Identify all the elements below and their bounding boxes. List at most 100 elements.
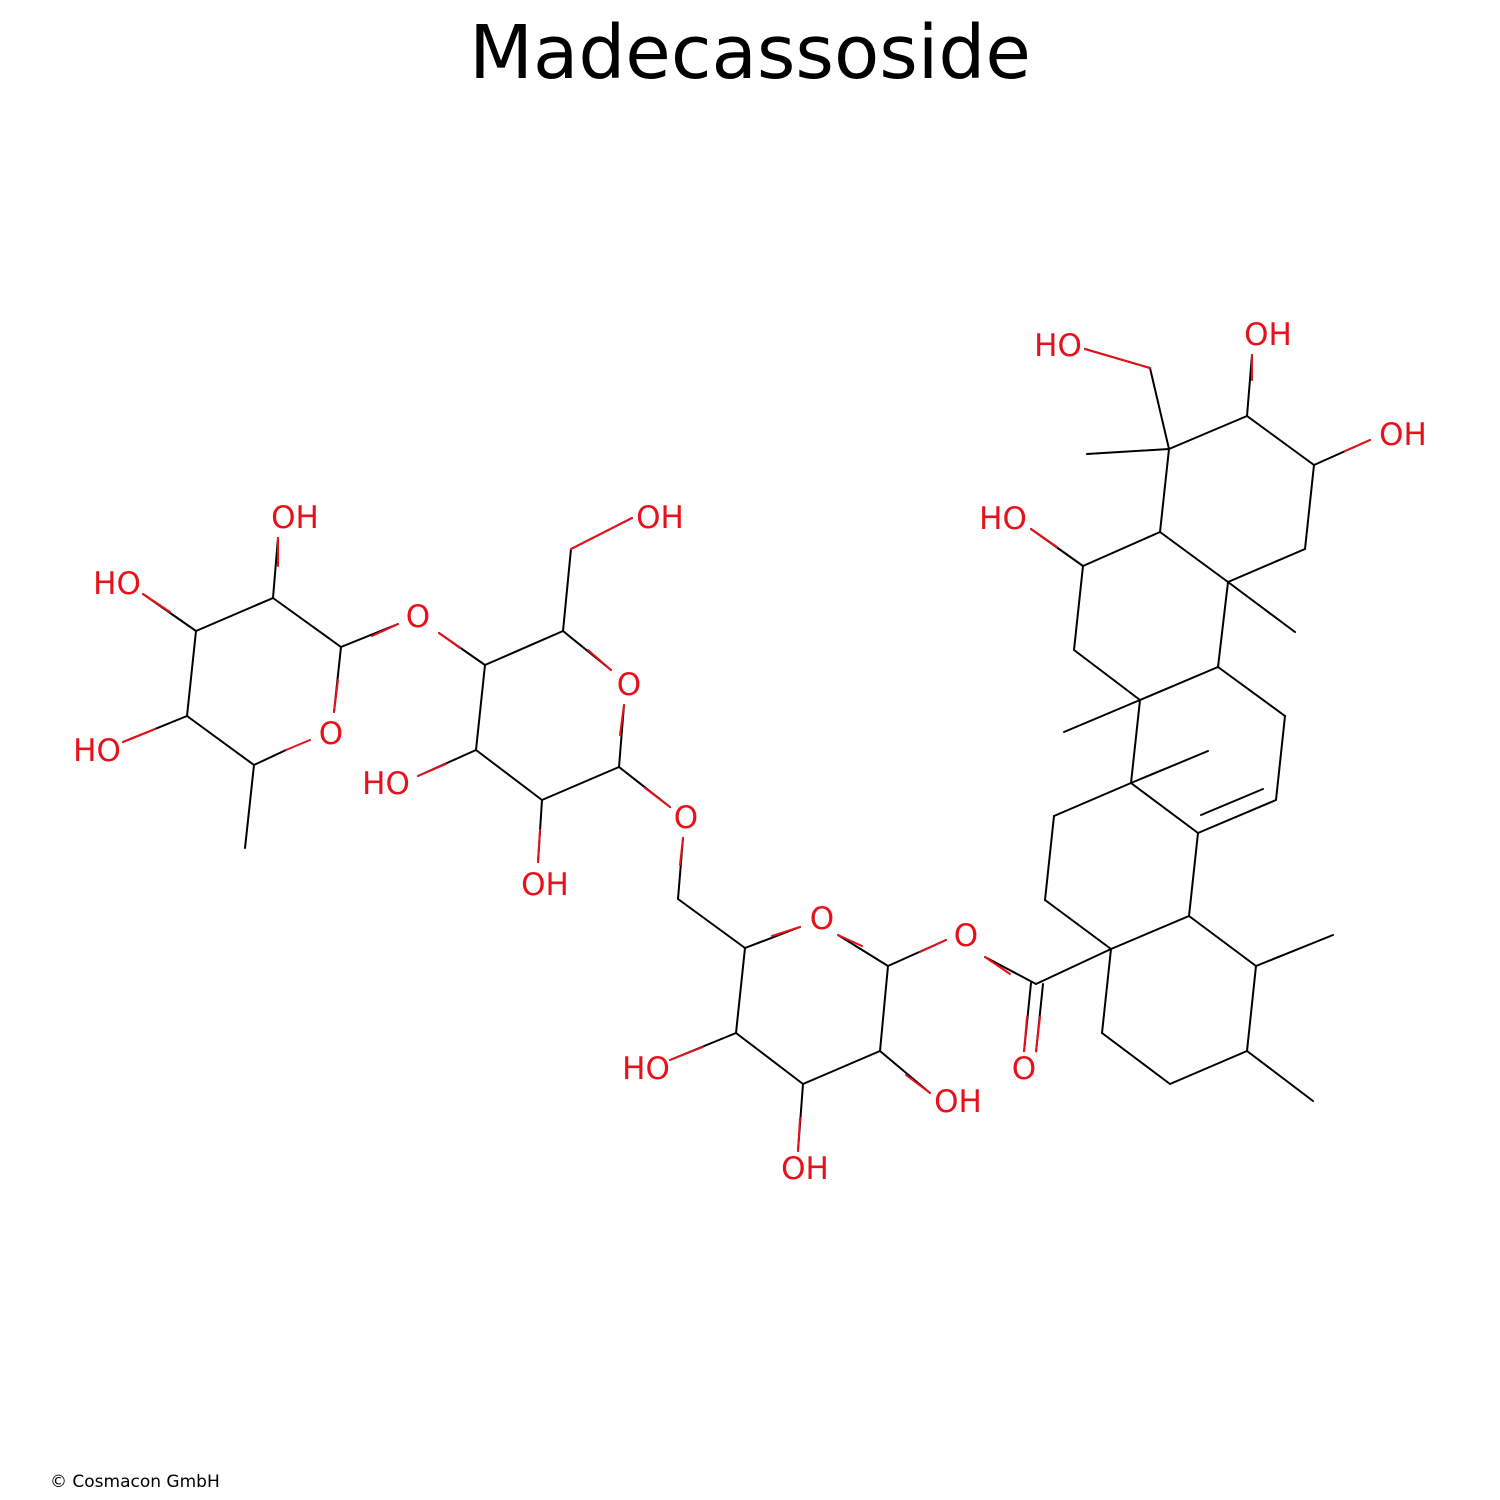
bond xyxy=(570,517,633,550)
bond xyxy=(142,593,171,613)
bond xyxy=(1053,782,1132,817)
atom-label: OH xyxy=(781,1151,829,1187)
atom-label: HO xyxy=(73,733,121,769)
bond xyxy=(186,630,197,717)
bond xyxy=(1044,899,1112,950)
bond xyxy=(253,749,287,766)
atom-label: O xyxy=(1012,1051,1036,1087)
bond xyxy=(1149,367,1170,450)
bond xyxy=(1139,666,1219,701)
atom-label: HO xyxy=(93,566,141,602)
atom-label: HO xyxy=(362,766,410,802)
bond xyxy=(802,1050,881,1085)
bond xyxy=(1101,1032,1171,1085)
bond xyxy=(984,956,1011,975)
bond xyxy=(1159,531,1229,583)
bond xyxy=(837,934,889,967)
page-title: Madecassoside xyxy=(469,10,1031,96)
bond xyxy=(1073,649,1141,701)
bond xyxy=(771,926,801,937)
bond-lines xyxy=(122,348,1371,1152)
bond xyxy=(797,1117,801,1152)
bond xyxy=(1246,965,1257,1052)
bond xyxy=(1246,1050,1314,1102)
bond xyxy=(417,763,447,777)
bond xyxy=(1086,448,1170,455)
bond xyxy=(1101,948,1112,1034)
bond xyxy=(1344,439,1371,452)
bond xyxy=(272,597,342,648)
bond xyxy=(677,898,746,949)
bond xyxy=(475,664,486,751)
atom-label: O xyxy=(674,800,698,836)
bond xyxy=(669,1046,704,1061)
bond xyxy=(1084,348,1151,369)
atom-label: OH xyxy=(521,867,569,903)
bond xyxy=(1073,565,1084,651)
bond xyxy=(619,704,625,736)
bond xyxy=(1227,548,1306,583)
bond xyxy=(644,787,671,808)
bond xyxy=(484,630,564,666)
bond xyxy=(195,597,274,632)
bond xyxy=(1168,415,1248,450)
bond xyxy=(475,749,543,801)
bond xyxy=(1169,1050,1248,1085)
bond xyxy=(122,728,156,743)
atom-label: OH xyxy=(1244,317,1292,353)
atom-label: O xyxy=(810,901,834,937)
bond xyxy=(541,766,620,801)
bond xyxy=(438,632,461,649)
bond xyxy=(537,829,541,863)
atom-label: HO xyxy=(979,501,1027,537)
bond xyxy=(1030,528,1058,548)
bond xyxy=(562,548,572,632)
bond xyxy=(1255,934,1334,967)
atom-label: O xyxy=(319,716,343,752)
bond xyxy=(587,649,612,671)
heteroatom-bond-lines xyxy=(122,348,1371,1152)
bond xyxy=(1130,750,1209,784)
bond xyxy=(244,764,255,849)
bond xyxy=(1217,581,1229,668)
bond xyxy=(1035,1016,1041,1053)
bond xyxy=(919,939,947,953)
bond xyxy=(1130,782,1199,834)
atom-label: OH xyxy=(636,500,684,536)
bond xyxy=(1035,948,1112,985)
copyright-notice: © Cosmacon GmbH xyxy=(50,1472,220,1492)
bond xyxy=(1188,832,1199,917)
bond xyxy=(1023,1016,1028,1053)
bond xyxy=(905,1074,931,1094)
atom-label: HO xyxy=(1034,328,1082,364)
bond xyxy=(984,956,1037,985)
bond xyxy=(1275,715,1286,801)
bond xyxy=(837,934,863,947)
bond xyxy=(735,947,746,1034)
bond xyxy=(1217,666,1286,717)
atom-label: OH xyxy=(934,1084,982,1120)
bond xyxy=(679,837,684,866)
bond xyxy=(1082,531,1161,567)
bond xyxy=(371,623,399,637)
atom-label: O xyxy=(406,599,430,635)
bond xyxy=(1110,915,1190,950)
bond xyxy=(1044,815,1055,901)
atom-label: O xyxy=(617,667,641,703)
bond xyxy=(1200,788,1264,816)
bond xyxy=(1188,915,1257,967)
atom-label: OH xyxy=(271,500,319,536)
bond xyxy=(735,1032,804,1085)
atom-label: OH xyxy=(1379,417,1427,453)
atom-label: HO xyxy=(622,1051,670,1087)
bond xyxy=(285,739,311,751)
bond xyxy=(1246,415,1315,466)
bond xyxy=(333,679,339,713)
atom-label: O xyxy=(954,918,978,954)
bond xyxy=(1063,699,1141,733)
bond xyxy=(1304,464,1315,550)
bond xyxy=(1197,799,1277,834)
bond xyxy=(879,965,889,1052)
bond xyxy=(1159,448,1170,533)
